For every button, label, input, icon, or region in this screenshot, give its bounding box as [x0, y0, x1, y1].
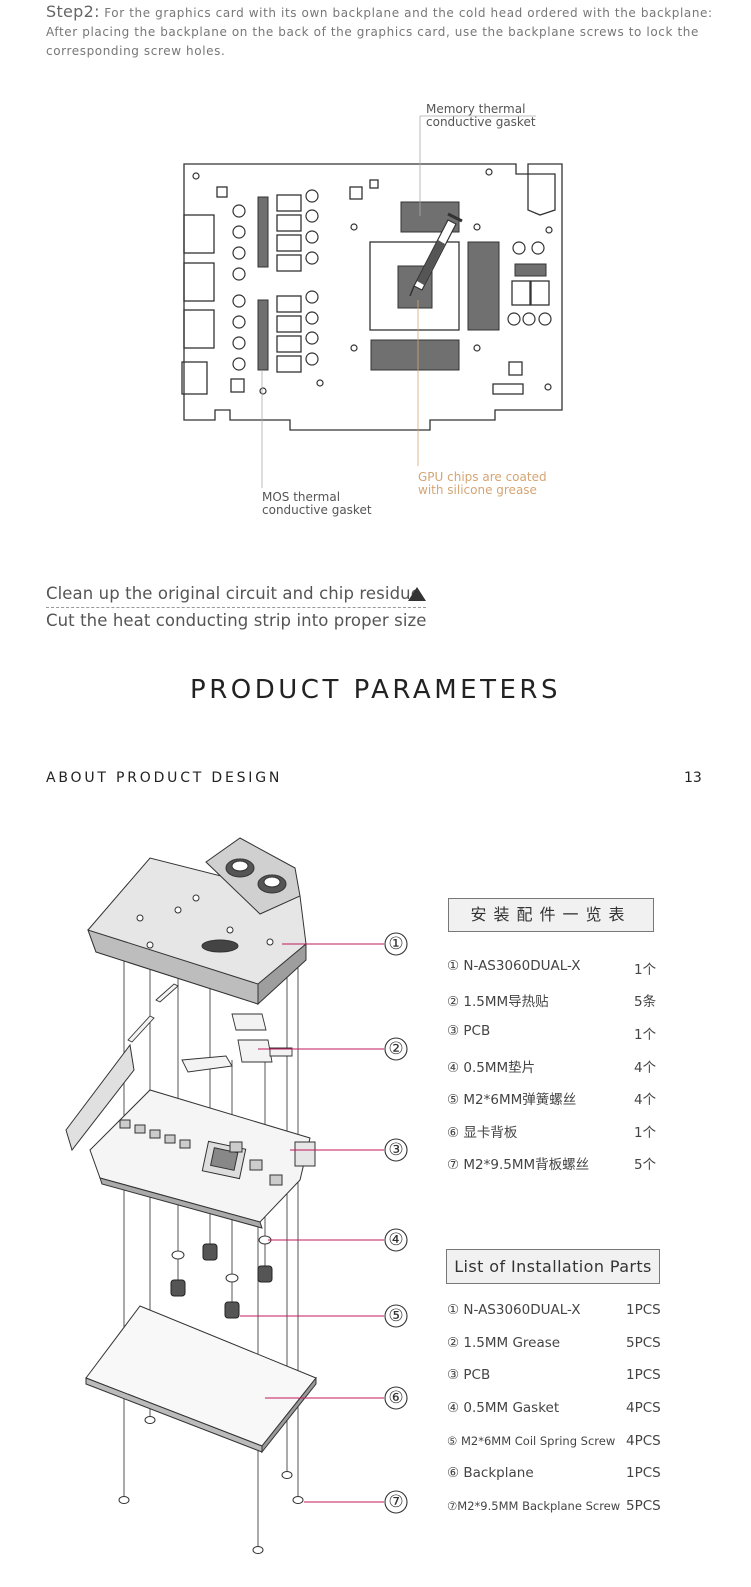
parts-cn-row-6: ⑥ 显卡背板 [447, 1125, 518, 1141]
choke-group [276, 194, 302, 373]
mos-pad [257, 196, 269, 268]
parts-en-qty-7: 5PCS [626, 1498, 661, 1514]
parts-list-cn-title: 安装配件一览表 [448, 898, 654, 932]
callout-2: ② [388, 1039, 404, 1059]
parts-en-row-1: ① N-AS3060DUAL-X [447, 1302, 581, 1318]
parts-en-qty-3: 1PCS [626, 1367, 661, 1383]
callout-circles [384, 932, 408, 1514]
parts-en-row-6: ⑥ Backplane [447, 1465, 534, 1481]
step2-instructions: Step2: For the graphics card with its ow… [46, 2, 736, 61]
page-number: 13 [684, 770, 702, 786]
mos-pad-label: MOS thermal conductive gasket [262, 490, 372, 517]
parts-cn-qty-2: 5条 [634, 994, 657, 1010]
parts-cn-row-5: ⑤ M2*6MM弹簧螺丝 [447, 1092, 577, 1108]
parts-cn-qty-1: 1个 [634, 962, 657, 978]
spring-screws [170, 1243, 273, 1319]
parts-cn-qty-3: 1个 [634, 1027, 657, 1043]
io-port [183, 309, 215, 349]
thermal-pads [127, 983, 293, 1073]
backplane-screws [118, 1416, 304, 1554]
io-port [183, 262, 215, 302]
gpu-socket [369, 241, 460, 331]
parts-cn-row-3: ③ PCB [447, 1023, 491, 1039]
parts-en-row-3: ③ PCB [447, 1367, 491, 1383]
capacitor-group [192, 168, 553, 395]
step2-line1: For the graphics card with its own backp… [104, 6, 713, 20]
mos-pad [257, 299, 269, 371]
pcb [65, 1043, 316, 1229]
callout-5: ⑤ [388, 1306, 404, 1326]
step2-line2: After placing the backplane on the back … [46, 25, 699, 39]
triangle-icon [408, 587, 426, 601]
parts-en-qty-4: 4PCS [626, 1400, 661, 1416]
io-port [183, 214, 215, 254]
step2-heading: Step2: [46, 2, 100, 21]
memory-pad-label: Memory thermal conductive gasket [426, 102, 536, 129]
parts-en-qty-6: 1PCS [626, 1465, 661, 1481]
callout-6: ⑥ [388, 1388, 404, 1408]
backplane [85, 1305, 317, 1454]
parts-cn-row-7: ⑦ M2*9.5MM背板螺丝 [447, 1157, 590, 1173]
note-clean: Clean up the original circuit and chip r… [46, 584, 421, 603]
memory-pad [370, 339, 460, 371]
parts-en-qty-2: 5PCS [626, 1335, 661, 1351]
callout-leaders [240, 943, 384, 1503]
parts-cn-qty-6: 1个 [634, 1125, 657, 1141]
parts-cn-qty-5: 4个 [634, 1092, 657, 1108]
section-title: PRODUCT PARAMETERS [190, 675, 561, 705]
note-cut: Cut the heat conducting strip into prope… [46, 611, 427, 630]
parts-en-row-4: ④ 0.5MM Gasket [447, 1400, 560, 1416]
parts-cn-qty-4: 4个 [634, 1060, 657, 1076]
parts-en-row-7: ⑦M2*9.5MM Backplane Screw [447, 1499, 621, 1513]
callout-3: ③ [388, 1140, 404, 1160]
gaskets [171, 1235, 272, 1283]
parts-en-row-5: ⑤ M2*6MM Coil Spring Screw [447, 1434, 616, 1448]
memory-pad [467, 241, 500, 331]
pcb-diagram [181, 115, 563, 488]
parts-en-qty-1: 1PCS [626, 1302, 661, 1318]
about-title: ABOUT PRODUCT DESIGN [46, 770, 283, 786]
syringe-icon [409, 212, 463, 297]
parts-cn-qty-7: 5个 [634, 1157, 657, 1173]
step2-line3: corresponding screw holes. [46, 44, 226, 58]
note-divider [46, 607, 426, 608]
callout-1: ① [388, 934, 404, 954]
parts-en-row-2: ② 1.5MM Grease [447, 1335, 561, 1351]
parts-cn-row-4: ④ 0.5MM垫片 [447, 1060, 536, 1076]
gpu-grease-label: GPU chips are coated with silicone greas… [418, 470, 547, 497]
parts-cn-row-2: ② 1.5MM导热贴 [447, 994, 549, 1010]
parts-list-en-title: List of Installation Parts [446, 1249, 660, 1284]
callout-4: ④ [388, 1230, 404, 1250]
callout-7: ⑦ [388, 1492, 404, 1512]
cold-head [87, 837, 307, 1006]
parts-cn-row-1: ① N-AS3060DUAL-X [447, 958, 581, 974]
io-port [181, 361, 208, 395]
parts-en-qty-5: 4PCS [626, 1433, 661, 1449]
